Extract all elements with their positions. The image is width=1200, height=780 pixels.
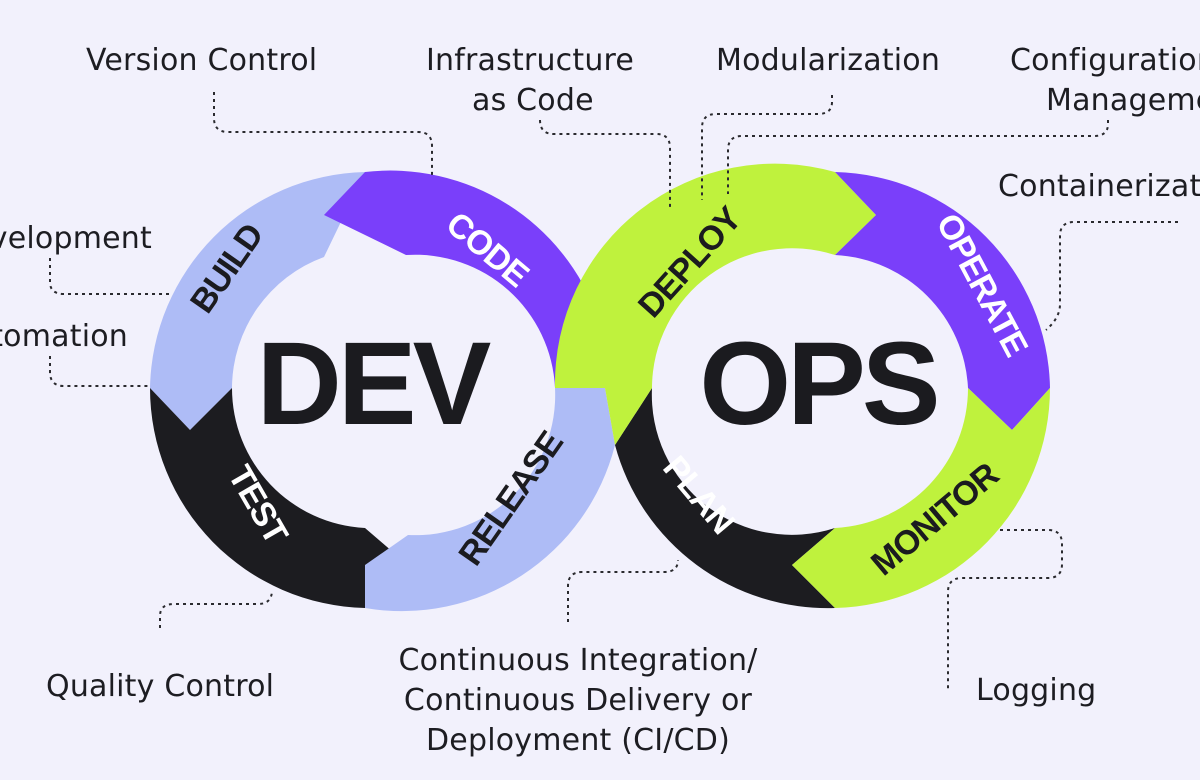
build-segment: [150, 172, 365, 430]
callout-cicd-line3: Deployment (CI/CD): [426, 723, 730, 758]
callout-cicd-line1: Continuous Integration/: [399, 643, 759, 678]
leader-cicd: [567, 559, 679, 622]
callout-quality-control: Quality Control: [46, 669, 274, 704]
callout-development: Development: [0, 221, 152, 256]
code-segment: [324, 170, 598, 388]
leader-iac: [539, 119, 671, 210]
leader-automation: [49, 356, 148, 387]
callout-cicd-line2: Continuous Delivery or: [404, 683, 753, 718]
leader-configuration: [727, 120, 1109, 194]
leader-containerization: [1045, 221, 1178, 331]
callouts: Version Control Infrastructure as Code M…: [0, 43, 1200, 758]
callout-config-line1: Configuration: [1010, 43, 1200, 78]
monitor-segment: [792, 388, 1050, 608]
operate-segment: [835, 172, 1050, 430]
plan-segment: [615, 388, 835, 609]
leader-lines: [49, 92, 1178, 692]
callout-automation: Automation: [0, 319, 128, 354]
callout-iac-line1: Infrastructure: [426, 43, 634, 78]
leader-development: [49, 258, 172, 295]
ops-heading: OPS: [699, 318, 936, 450]
leader-version-control: [213, 92, 433, 178]
deploy-segment: [554, 163, 876, 446]
callout-config-line2: Management: [1046, 83, 1200, 118]
dev-heading: DEV: [257, 318, 491, 450]
callout-logging: Logging: [976, 673, 1096, 708]
callout-iac-line2: as Code: [472, 83, 594, 118]
release-segment: [365, 388, 615, 612]
test-segment: [149, 388, 408, 608]
callout-version-control: Version Control: [86, 43, 317, 78]
callout-modularization: Modularization: [716, 43, 940, 78]
callout-containerization: Containerization: [998, 169, 1200, 204]
leader-quality-control: [159, 589, 273, 628]
leader-modularization: [701, 95, 833, 200]
leader-logging: [947, 529, 1063, 692]
loop-segments: [149, 163, 1050, 612]
